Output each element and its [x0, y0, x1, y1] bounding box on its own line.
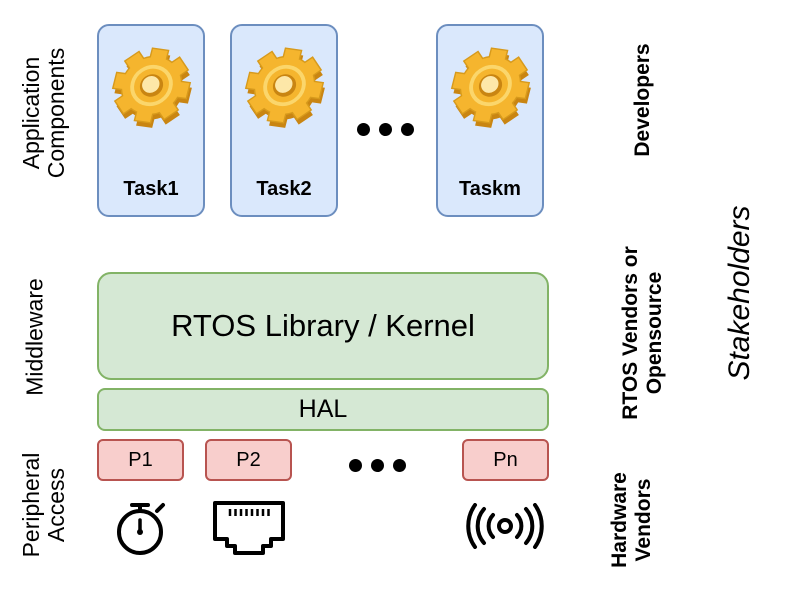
stakeholders-title: Stakeholders [723, 205, 756, 381]
task-label: Task1 [123, 178, 179, 200]
layer-label-application: Application Components [18, 47, 69, 179]
task-card-m: Taskm [436, 24, 544, 217]
gear-icon [244, 47, 325, 128]
task-label: Taskm [459, 178, 521, 200]
stakeholder-hardware-vendors: Hardware Vendors [608, 472, 655, 568]
gear-icon [450, 47, 531, 128]
peripheral-label: Pn [493, 448, 518, 471]
peripheral-pn: Pn [462, 439, 549, 481]
hal-label: HAL [298, 395, 348, 423]
stakeholder-developers: Developers [631, 43, 654, 157]
peripheral-p1: P1 [97, 439, 184, 481]
layer-label-peripheral: Peripheral Access [18, 452, 69, 558]
task-label: Task2 [256, 178, 312, 200]
stakeholder-rtos-vendors: RTOS Vendors or Opensource [619, 246, 666, 420]
hal-box: HAL [97, 388, 549, 431]
rtos-kernel-box: RTOS Library / Kernel [97, 272, 549, 380]
peripheral-label: P1 [128, 448, 153, 471]
layer-label-middleware: Middleware [21, 278, 48, 396]
stopwatch-icon [117, 503, 165, 555]
ellipsis-peripherals [349, 459, 406, 472]
ellipsis-tasks [357, 123, 414, 136]
peripheral-p2: P2 [205, 439, 292, 481]
wireless-signal-icon [466, 503, 544, 549]
ethernet-port-icon [213, 501, 285, 555]
task-card-1: Task1 [97, 24, 205, 217]
task-card-2: Task2 [230, 24, 338, 217]
rtos-kernel-label: RTOS Library / Kernel [171, 308, 475, 343]
peripheral-label: P2 [236, 448, 261, 471]
gear-icon [111, 47, 192, 128]
